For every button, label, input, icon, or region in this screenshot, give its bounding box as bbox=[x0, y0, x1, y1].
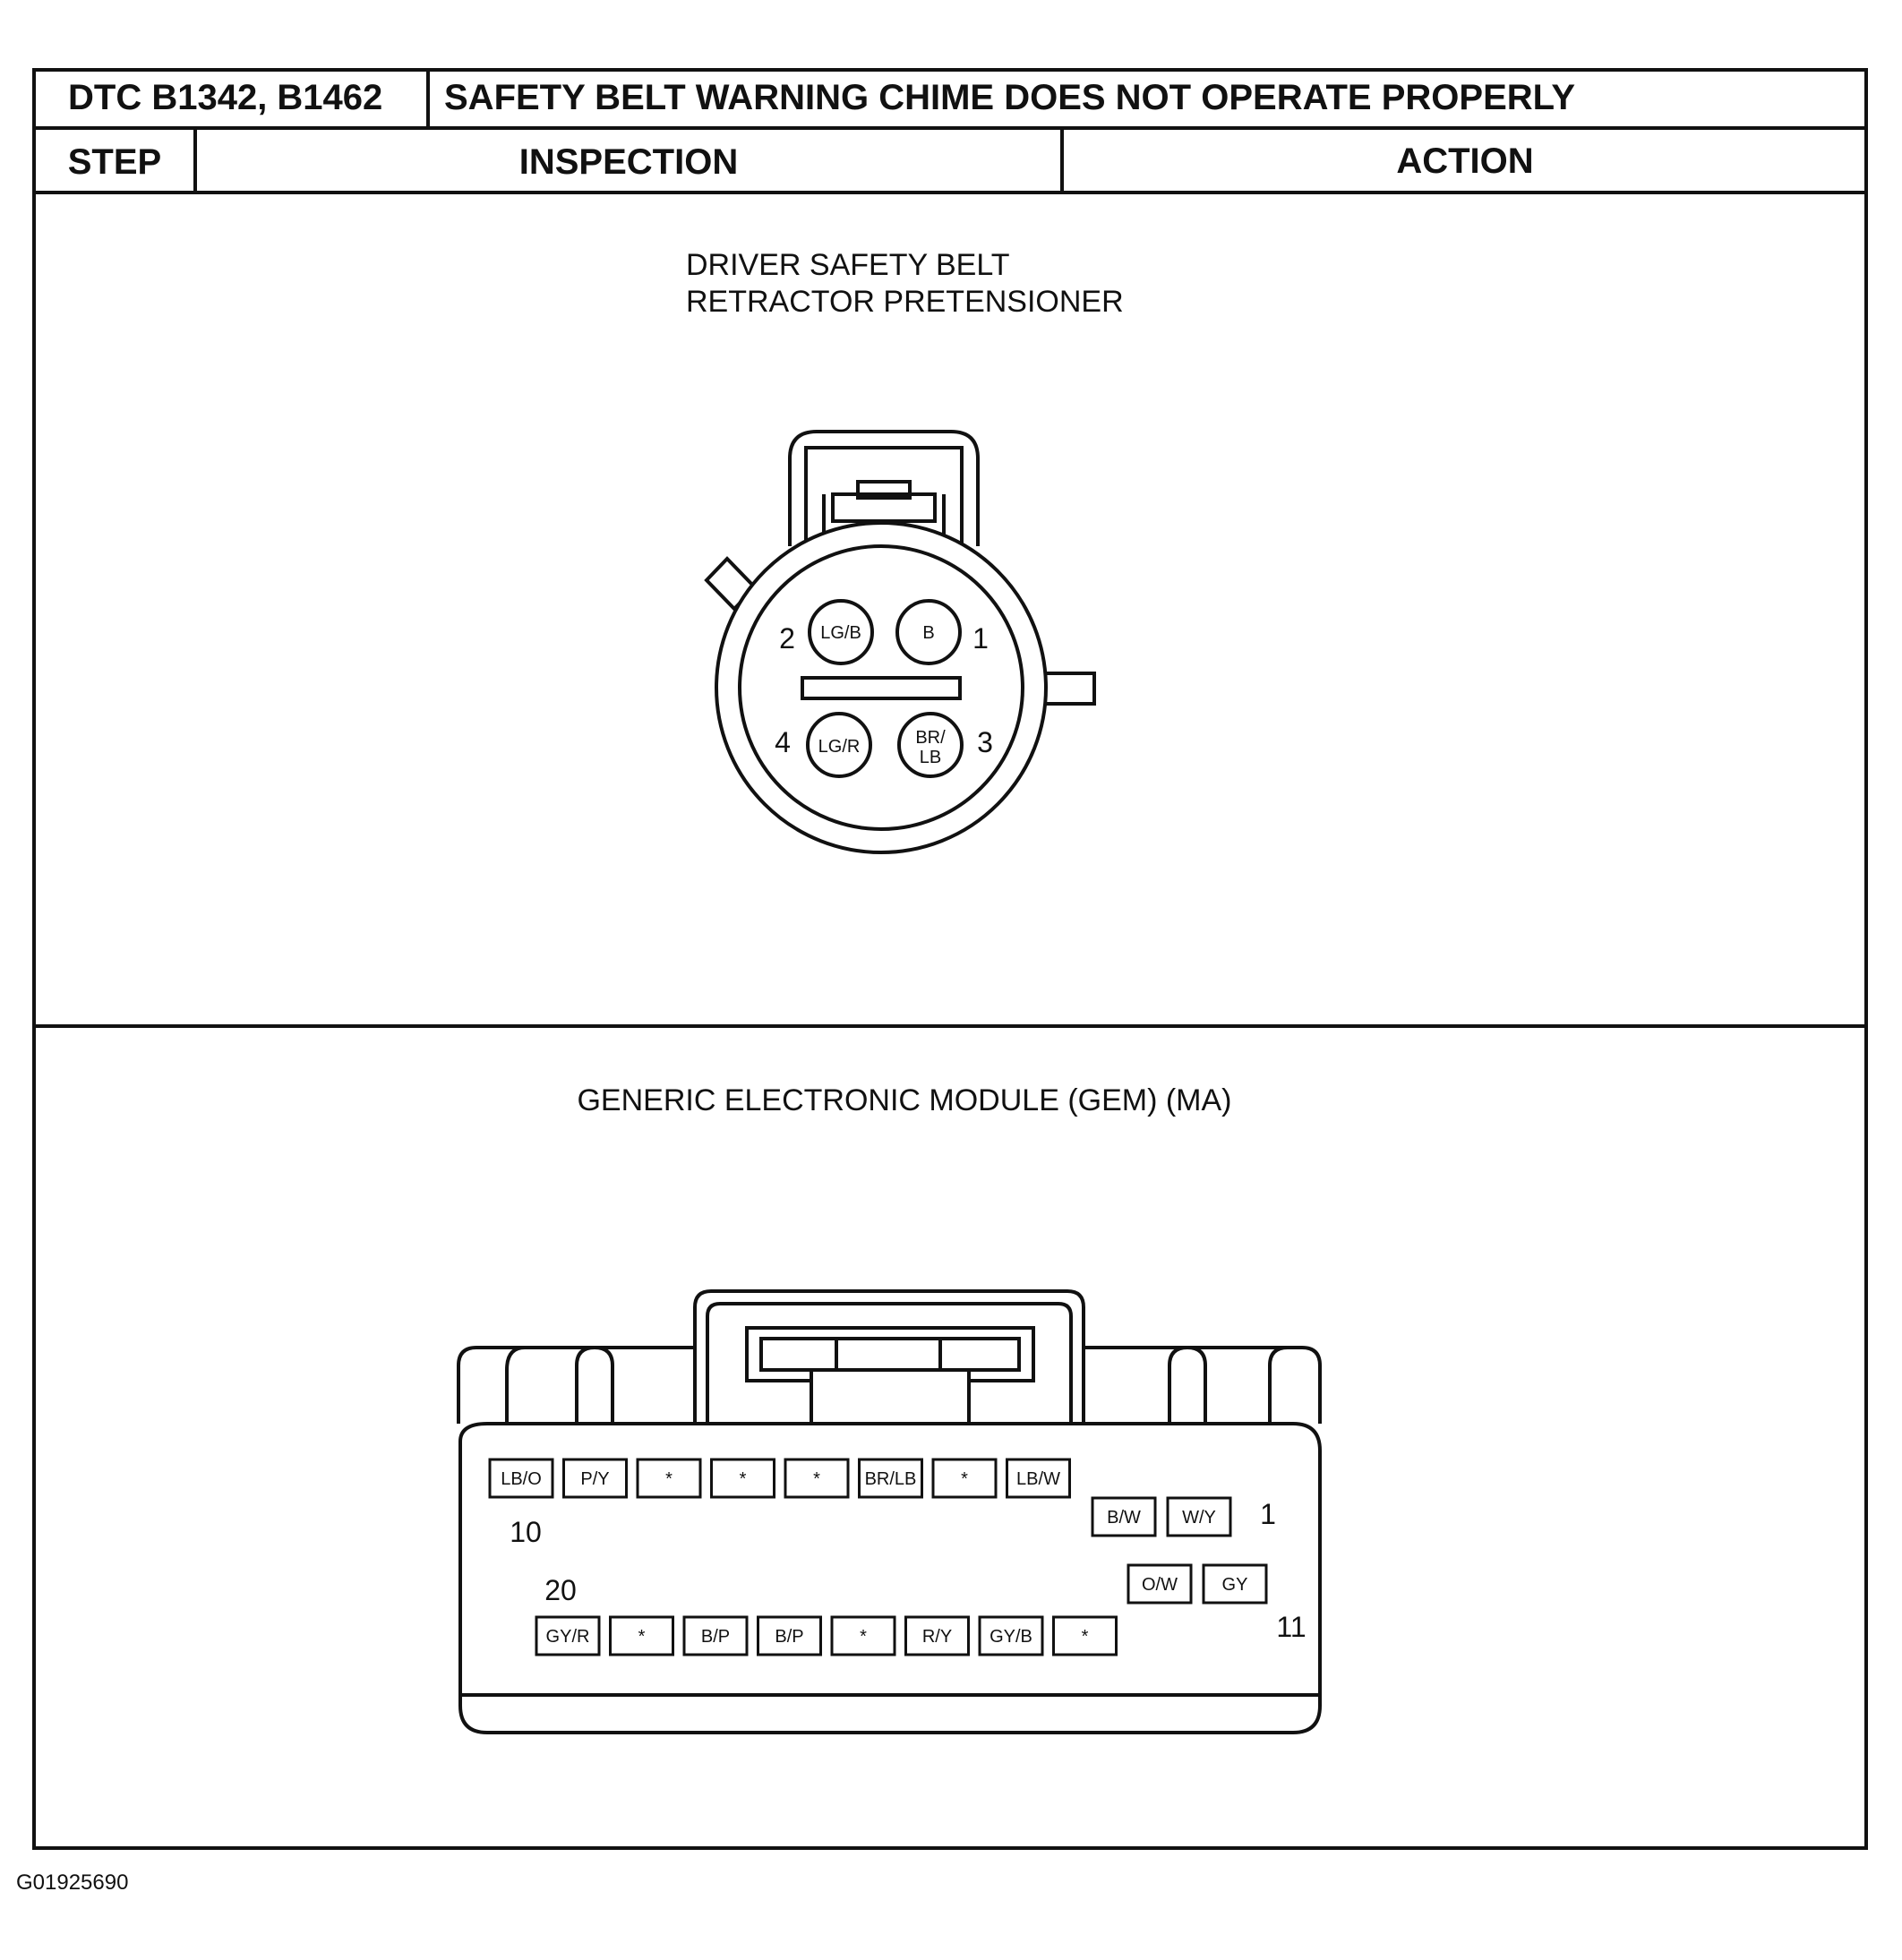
gem-pin-10-number: 10 bbox=[510, 1516, 542, 1548]
connector1-right-key bbox=[1039, 672, 1096, 706]
pin-3-circle bbox=[897, 712, 964, 778]
pin-1-circle bbox=[895, 599, 962, 665]
gem-top-pin-3-label: * bbox=[665, 1469, 673, 1489]
gem-bottom-pin-6-label: R/Y bbox=[922, 1627, 952, 1647]
gem-bottom-pin-2-box bbox=[609, 1615, 674, 1656]
pin-4-label: LG/R bbox=[818, 737, 861, 757]
gem-bottom-pin-1-label: GY/R bbox=[546, 1627, 590, 1647]
pin-4-circle bbox=[806, 712, 872, 778]
gem-top-pin-2-label: P/Y bbox=[580, 1469, 609, 1489]
gem-pin-cavities: LB/O P/Y * * * BR/LB * LB/W B/W W/Y O/W GY GY/R * B/P B… bbox=[488, 1458, 1268, 1656]
gem-bottom-pin-4-box bbox=[757, 1615, 822, 1656]
gem-bottom-pin-5-box bbox=[830, 1615, 896, 1656]
gem-top-pin-8-box bbox=[1006, 1458, 1071, 1499]
gem-top-pin-5-box bbox=[784, 1458, 850, 1499]
gem-top-pin-2-box bbox=[562, 1458, 628, 1499]
gem-bottom-right-pin-1-box bbox=[1127, 1563, 1193, 1605]
gem-bottom-pin-7-label: GY/B bbox=[990, 1627, 1032, 1647]
column-action: ACTION bbox=[1396, 141, 1533, 181]
pin-1-number: 1 bbox=[972, 622, 989, 655]
gem-top-right-pin-2-box bbox=[1166, 1496, 1232, 1537]
column-step: STEP bbox=[68, 142, 161, 182]
gem-top-pin-6-box bbox=[858, 1458, 923, 1499]
connector1-title-line2: RETRACTOR PRETENSIONER bbox=[686, 285, 1124, 319]
pin-3-number: 3 bbox=[977, 726, 993, 758]
gem-latch-hood bbox=[693, 1289, 1085, 1424]
gem-bottom-pin-2-label: * bbox=[638, 1627, 646, 1647]
gem-top-pin-1-box bbox=[488, 1458, 554, 1499]
gem-bottom-pin-8-label: * bbox=[1082, 1627, 1089, 1647]
dtc-code: DTC B1342, B1462 bbox=[68, 78, 382, 117]
connector1-inner-face bbox=[738, 544, 1024, 831]
connector2-title: GENERIC ELECTRONIC MODULE (GEM) (MA) bbox=[577, 1083, 1231, 1117]
gem-bottom-pin-8-box bbox=[1052, 1615, 1118, 1656]
pin-1-label: B bbox=[922, 623, 934, 643]
gem-top-pin-6-label: BR/LB bbox=[865, 1469, 917, 1489]
gem-top-pin-1-label: LB/O bbox=[501, 1469, 542, 1489]
gem-top-pin-3-box bbox=[636, 1458, 702, 1499]
gem-bottom-right-pin-2-label: GY bbox=[1222, 1575, 1248, 1595]
gem-top-right-pin-1-box bbox=[1091, 1496, 1157, 1537]
pin-4-number: 4 bbox=[775, 726, 791, 758]
gem-bottom-pin-5-label: * bbox=[860, 1627, 867, 1647]
pin-3-label: BR/ bbox=[915, 728, 946, 748]
gem-bottom-right-pin-1-label: O/W bbox=[1142, 1575, 1178, 1595]
pin-2-label: LG/B bbox=[820, 623, 861, 643]
gem-top-pin-5-label: * bbox=[813, 1469, 820, 1489]
gem-top-right-pin-1-label: B/W bbox=[1107, 1508, 1141, 1528]
pin-3-label-line2: LB bbox=[920, 748, 941, 767]
table-frame bbox=[32, 68, 1868, 1850]
gem-top-pin-4-box bbox=[710, 1458, 775, 1499]
pin-2-number: 2 bbox=[779, 622, 795, 655]
gem-top-pin-4-label: * bbox=[740, 1469, 747, 1489]
gem-pin-20-number: 20 bbox=[544, 1574, 577, 1606]
connector1-lock-housing bbox=[788, 430, 980, 546]
procedure-title: SAFETY BELT WARNING CHIME DOES NOT OPERA… bbox=[444, 78, 1575, 117]
gem-back-shell bbox=[457, 1346, 1322, 1424]
gem-pin-1-number: 1 bbox=[1260, 1498, 1276, 1530]
connector1-center-bar bbox=[801, 676, 962, 700]
figure-id: G01925690 bbox=[16, 1870, 128, 1895]
gem-bottom-right-pin-2-box bbox=[1202, 1563, 1268, 1605]
gem-bottom-pin-3-label: B/P bbox=[701, 1627, 730, 1647]
column-inspection: INSPECTION bbox=[519, 142, 738, 182]
gem-bottom-pin-4-label: B/P bbox=[775, 1627, 803, 1647]
gem-top-pin-7-box bbox=[931, 1458, 998, 1499]
gem-bottom-pin-3-box bbox=[682, 1615, 749, 1656]
gem-bottom-pin-6-box bbox=[904, 1615, 970, 1656]
gem-top-right-pin-2-label: W/Y bbox=[1182, 1508, 1216, 1528]
pin-2-circle bbox=[808, 599, 874, 665]
gem-pin-11-number: 11 bbox=[1276, 1611, 1306, 1643]
gem-top-pin-7-label: * bbox=[961, 1469, 968, 1489]
pretensioner-connector bbox=[704, 430, 1096, 854]
connector1-title-line1: DRIVER SAFETY BELT bbox=[686, 248, 1010, 282]
gem-top-pin-8-label: LB/W bbox=[1016, 1469, 1060, 1489]
connector1-outer-body bbox=[715, 521, 1048, 854]
gem-bottom-pin-1-box bbox=[535, 1615, 601, 1656]
gem-bottom-pin-7-box bbox=[978, 1615, 1044, 1656]
